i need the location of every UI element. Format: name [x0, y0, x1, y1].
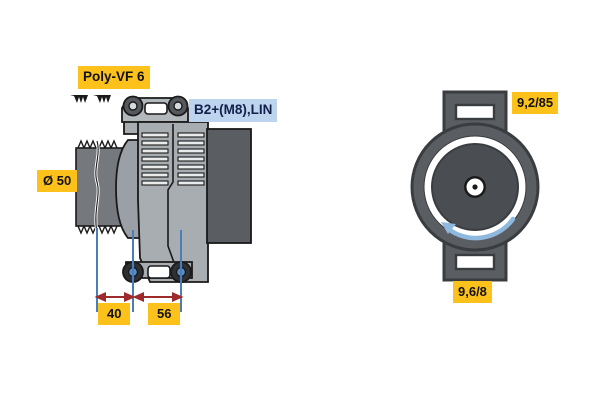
alternator-body [137, 121, 209, 283]
rear-cover [206, 128, 252, 244]
cooling-fins [141, 132, 169, 186]
rating-label-top: 9,2/85 [512, 92, 559, 114]
belt-type-label: Poly-VF 6 [78, 66, 150, 89]
cooling-fins-rear [177, 132, 205, 186]
dimension-arrows [94, 291, 184, 303]
shaft-center [464, 176, 486, 198]
rating-label-bottom: 9,6/8 [453, 281, 492, 303]
dimension-label-40: 40 [98, 303, 131, 325]
belt-profile-icon [70, 95, 111, 103]
front-housing [115, 139, 141, 239]
pulley [75, 139, 131, 235]
pulley-diameter-label: Ø 50 [37, 170, 78, 192]
dimension-label-56: 56 [148, 303, 181, 325]
rotation-direction-arrow-icon [441, 216, 516, 241]
terminal-label: B2+(M8),LIN [189, 99, 278, 122]
